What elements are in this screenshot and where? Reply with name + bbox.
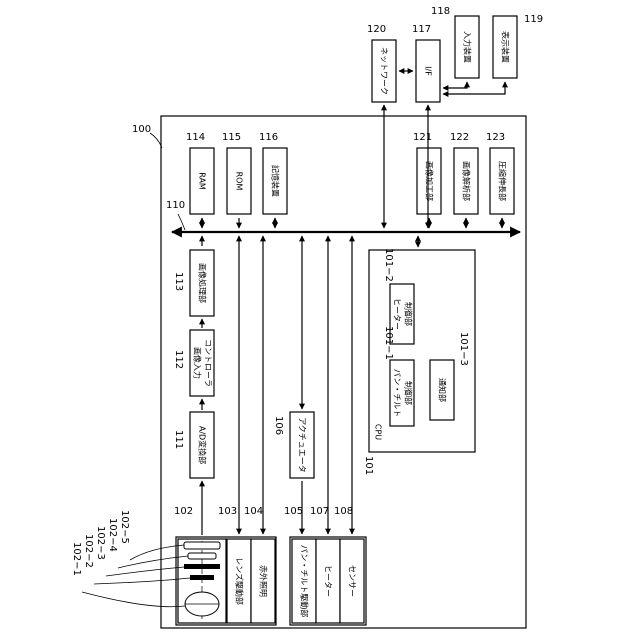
leader-102-3	[106, 567, 184, 576]
image-processing-label: 画像加工部	[425, 161, 435, 201]
pantilt-drive-label: パン・チルト駆動部	[300, 545, 310, 617]
heater-control-label-2: 制御部	[404, 302, 414, 326]
ram-label: RAM	[198, 172, 207, 190]
lens-element-102-3	[184, 564, 220, 569]
image-processor-label: 画像処理部	[198, 263, 208, 303]
ref-101-1: 101−1	[383, 326, 394, 360]
ref-111: 111	[173, 430, 184, 449]
ref-102: 102	[174, 506, 193, 517]
ref-101-2: 101−2	[383, 248, 394, 282]
ir-light-label: 赤外照明	[259, 565, 269, 597]
display-device-label: 表示装置	[501, 31, 511, 63]
ref-119: 119	[524, 14, 543, 25]
ref-106: 106	[273, 416, 284, 435]
compression-label: 圧縮伸長部	[498, 161, 508, 201]
ref-110: 110	[166, 200, 185, 211]
image-input-label-2: コントローラ	[204, 339, 213, 387]
ref-104: 104	[244, 506, 263, 517]
lens-element-102-2	[190, 575, 214, 580]
ref-105: 105	[284, 506, 303, 517]
leader-100	[150, 133, 162, 148]
rom-label: ROM	[235, 172, 244, 191]
ref-107: 107	[310, 506, 329, 517]
ad-converter-label: A/D変換部	[198, 426, 208, 464]
notification-label: 通知部	[438, 378, 448, 402]
leader-110	[178, 214, 185, 230]
ref-113: 113	[173, 272, 184, 291]
leader-102-1	[82, 592, 185, 607]
ref-103: 103	[218, 506, 237, 517]
lens-element-102-5	[184, 542, 220, 549]
interface-label: I/F	[424, 66, 433, 76]
storage-label: 記憶装置	[271, 165, 281, 197]
sensor-label: センサー	[348, 565, 357, 597]
ref-123: 123	[486, 132, 505, 143]
ref-112: 112	[173, 350, 184, 369]
ref-102-2: 102−2	[83, 534, 94, 568]
lens-drive-label: レンズ駆動部	[235, 557, 245, 605]
ref-102-1: 102−1	[71, 542, 82, 576]
input-device-label: 入力装置	[463, 31, 473, 63]
ref-118: 118	[431, 6, 450, 17]
cpu-label: CPU	[374, 424, 383, 440]
image-analysis-label: 画像解析部	[462, 161, 472, 201]
input-interface-link	[443, 82, 467, 88]
ref-122: 122	[450, 132, 469, 143]
ref-102-5: 102−5	[119, 510, 130, 544]
actuator-label: アクチュエータ	[298, 417, 307, 473]
ref-102-3: 102−3	[95, 526, 106, 560]
ref-100: 100	[132, 124, 151, 135]
ref-121: 121	[413, 132, 432, 143]
ref-102-4: 102−4	[107, 518, 118, 552]
ref-101-3: 101−3	[458, 332, 469, 366]
ref-114: 114	[186, 132, 205, 143]
pantilt-control-label-1: パン・チルト	[393, 369, 402, 417]
ref-116: 116	[259, 132, 278, 143]
image-input-label-1: 画像入力	[193, 347, 203, 379]
lens-element-102-4	[188, 553, 216, 559]
heater-label: ヒーター	[324, 565, 333, 597]
ref-120: 120	[367, 24, 386, 35]
ref-115: 115	[222, 132, 241, 143]
network-label: ネットワーク	[380, 47, 389, 95]
ref-117: 117	[412, 24, 431, 35]
ref-101: 101	[363, 456, 374, 475]
ref-108: 108	[334, 506, 353, 517]
pantilt-control-label-2: 制御部	[404, 381, 414, 405]
